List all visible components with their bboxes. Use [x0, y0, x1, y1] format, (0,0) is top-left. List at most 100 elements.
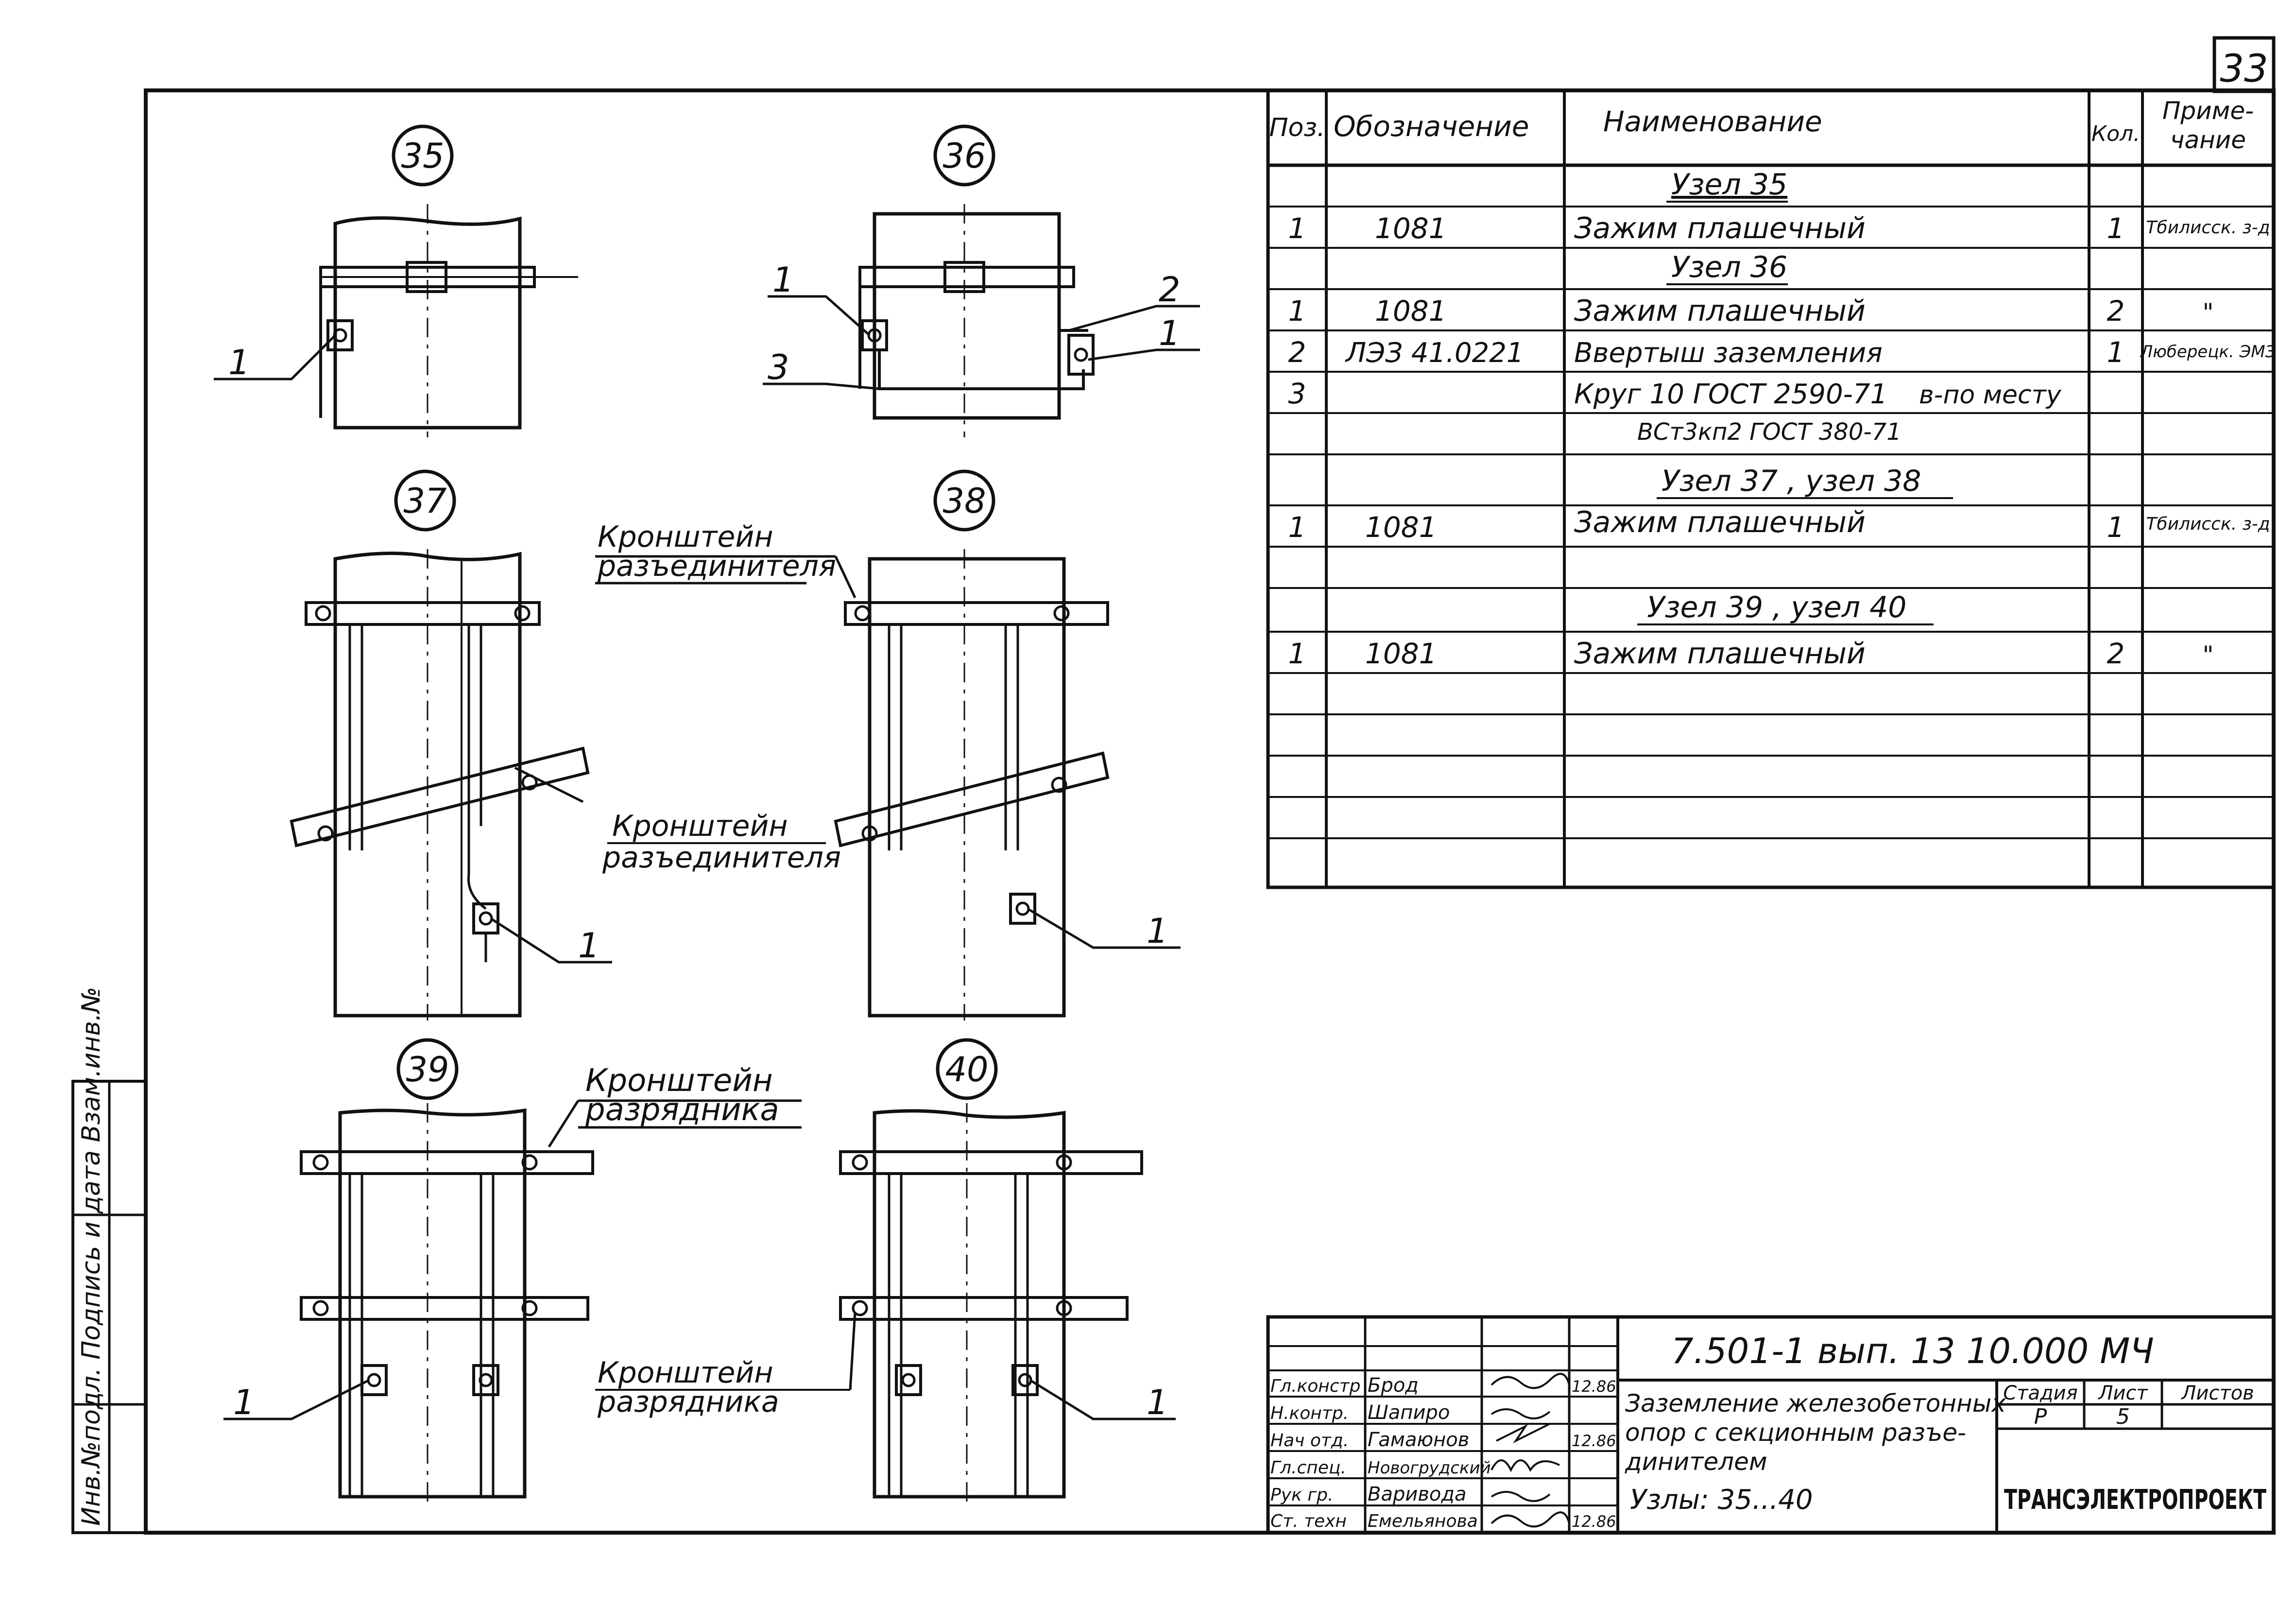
row-1-designation: 1081 [1375, 212, 1447, 245]
row-heading-node-36: Узел 36 [1671, 250, 1787, 284]
sig-name-5: Емельянова [1368, 1511, 1478, 1531]
row-11-designation: 1081 [1365, 637, 1437, 670]
bracket-disconnector-top-line2: разъединителя [597, 549, 836, 583]
sig-date-5: 12.86 [1572, 1512, 1616, 1531]
row-3-name: Зажим плашечный [1574, 294, 1866, 328]
sig-name-0: Брод [1368, 1374, 1419, 1397]
node-35-view: 35 1 [214, 124, 578, 437]
node-36-callout-1-right: 1 [1159, 313, 1181, 353]
node-40-label: 40 [945, 1050, 988, 1089]
row-8-designation: 1081 [1365, 511, 1437, 544]
row-6-name: ВСт3кп2 ГОСТ 380-71 [1637, 418, 1902, 446]
sheet-value: 5 [2116, 1404, 2130, 1429]
row-heading-node-35: Узел 35 [1671, 168, 1787, 202]
node-37-callout-1: 1 [578, 926, 600, 966]
node-38-view: 38 1 [834, 469, 1181, 1020]
bracket-disconnector-mid-line2: разъединителя [602, 841, 841, 875]
sig-date-2: 12.86 [1572, 1432, 1616, 1450]
row-11-pos: 1 [1288, 637, 1306, 670]
bracket-arrester-bottom-line1: Кронштейн [598, 1356, 773, 1390]
node-37-view: 37 1 [290, 469, 612, 1020]
row-1-name: Зажим плашечный [1574, 211, 1866, 245]
node-39-callout-1: 1 [233, 1383, 255, 1422]
node-37-label: 37 [403, 481, 446, 521]
row-8-qty: 1 [2107, 511, 2125, 544]
sig-role-5: Ст. техн [1270, 1511, 1347, 1531]
sig-role-0: Гл.констр [1270, 1376, 1360, 1396]
node-40-view: 40 1 [839, 1038, 1176, 1506]
node-35-callout-1: 1 [228, 343, 250, 382]
row-1-pos: 1 [1288, 212, 1306, 245]
stage-header: Стадия [2003, 1382, 2077, 1404]
bracket-disconnector-mid-line1: Кронштейн [612, 809, 788, 843]
sig-role-2: Нач отд. [1270, 1431, 1349, 1451]
node-39-view: 39 1 [223, 1038, 594, 1506]
row-3-qty: 2 [2107, 294, 2125, 328]
document-title-line-1: Заземление железобетонных [1625, 1389, 2006, 1418]
sig-name-2: Гамаюнов [1368, 1429, 1469, 1451]
col-header-designation: Обозначение [1334, 110, 1529, 143]
node-36-label: 36 [942, 136, 986, 176]
document-code: 7.501-1 вып. 13 10.000 МЧ [1671, 1331, 2154, 1371]
node-39-label: 39 [406, 1050, 449, 1089]
row-11-name: Зажим плашечный [1574, 637, 1866, 671]
row-4-designation: ЛЭЗ 41.0221 [1345, 337, 1524, 369]
signature-scribbles [1491, 1373, 1570, 1528]
sheet-number: 33 [2220, 47, 2268, 91]
sheet-number-box: 33 [2212, 36, 2276, 93]
row-4-name: Ввертыш заземления [1574, 337, 1883, 369]
col-header-note-1: Приме- [2162, 97, 2254, 125]
node-36-view: 36 1 2 1 3 [763, 124, 1200, 437]
bracket-disconnector-label-mid: Кронштейн разъединителя [514, 766, 841, 875]
side-stamp-text: Инв.№подл. Подпись и дата Взам.инв.№ [77, 987, 106, 1526]
sig-name-3: Новогрудский [1368, 1458, 1491, 1478]
side-stamp: Инв.№подл. Подпись и дата Взам.инв.№ [71, 987, 147, 1534]
row-5-name: Круг 10 ГОСТ 2590-71 [1574, 379, 1887, 410]
spec-table-row-lines [1268, 206, 2274, 839]
row-5-name-extra: в-по месту [1919, 380, 2062, 410]
col-header-name: Наименование [1603, 105, 1822, 138]
row-1-note: Тбилисск. з-д [2146, 218, 2270, 238]
row-heading-node-39-40: Узел 39 , узел 40 [1647, 590, 1906, 624]
sheet-header: Лист [2097, 1382, 2148, 1404]
node-40-callout-1: 1 [1147, 1383, 1168, 1422]
nodes-caption: Узлы: 35...40 [1630, 1484, 1813, 1516]
sig-role-4: Рук гр. [1270, 1485, 1333, 1505]
row-4-qty: 1 [2107, 336, 2125, 369]
row-11-qty: 2 [2107, 637, 2125, 670]
row-3-designation: 1081 [1375, 294, 1447, 328]
organization-name: ТРАНСЭЛЕКТРОПРОЕКТ [2004, 1484, 2266, 1516]
sig-name-4: Варивода [1368, 1483, 1467, 1505]
document-title-line-2: опор с секционным разъе- [1625, 1418, 1966, 1447]
bracket-arrester-label-top: Кронштейн разрядника [548, 1063, 802, 1148]
bracket-disconnector-top-line1: Кронштейн [598, 520, 773, 554]
node-38-callout-1: 1 [1147, 911, 1168, 951]
row-4-pos: 2 [1288, 336, 1306, 369]
sig-date-0: 12.86 [1572, 1377, 1616, 1396]
row-heading-node-37-38: Узел 37 , узел 38 [1662, 464, 1921, 498]
bracket-arrester-top-line2: разрядника [585, 1092, 779, 1128]
signature-grid [1268, 1317, 1618, 1533]
node-36-callout-3: 3 [768, 347, 789, 387]
row-8-note: Тбилисск. з-д [2146, 514, 2270, 534]
sheets-header: Листов [2180, 1382, 2254, 1404]
row-8-name: Зажим плашечный [1574, 505, 1866, 539]
bracket-arrester-top-line1: Кронштейн [585, 1063, 773, 1099]
row-11-note: " [2203, 641, 2214, 669]
node-35-label: 35 [401, 136, 444, 176]
node-36-callout-2: 2 [1159, 270, 1181, 310]
document-title-line-3: динителем [1625, 1448, 1767, 1476]
bracket-arrester-label-bottom: Кронштейн разрядника [595, 1312, 857, 1419]
spec-table: Поз. Обозначение Наименование Кол. Приме… [1266, 88, 2276, 889]
node-38-label: 38 [942, 481, 986, 521]
row-1-qty: 1 [2107, 212, 2125, 245]
row-5-pos: 3 [1288, 377, 1306, 410]
col-header-qty: Кол. [2091, 121, 2140, 146]
row-4-note: Люберецк. ЭМЗ [2140, 342, 2276, 362]
sig-name-1: Шапиро [1368, 1401, 1450, 1424]
stage-value: Р [2034, 1404, 2047, 1429]
node-36-callout-1-left: 1 [772, 260, 794, 300]
col-header-note-2: чание [2170, 126, 2246, 154]
row-3-note: " [2203, 298, 2214, 327]
